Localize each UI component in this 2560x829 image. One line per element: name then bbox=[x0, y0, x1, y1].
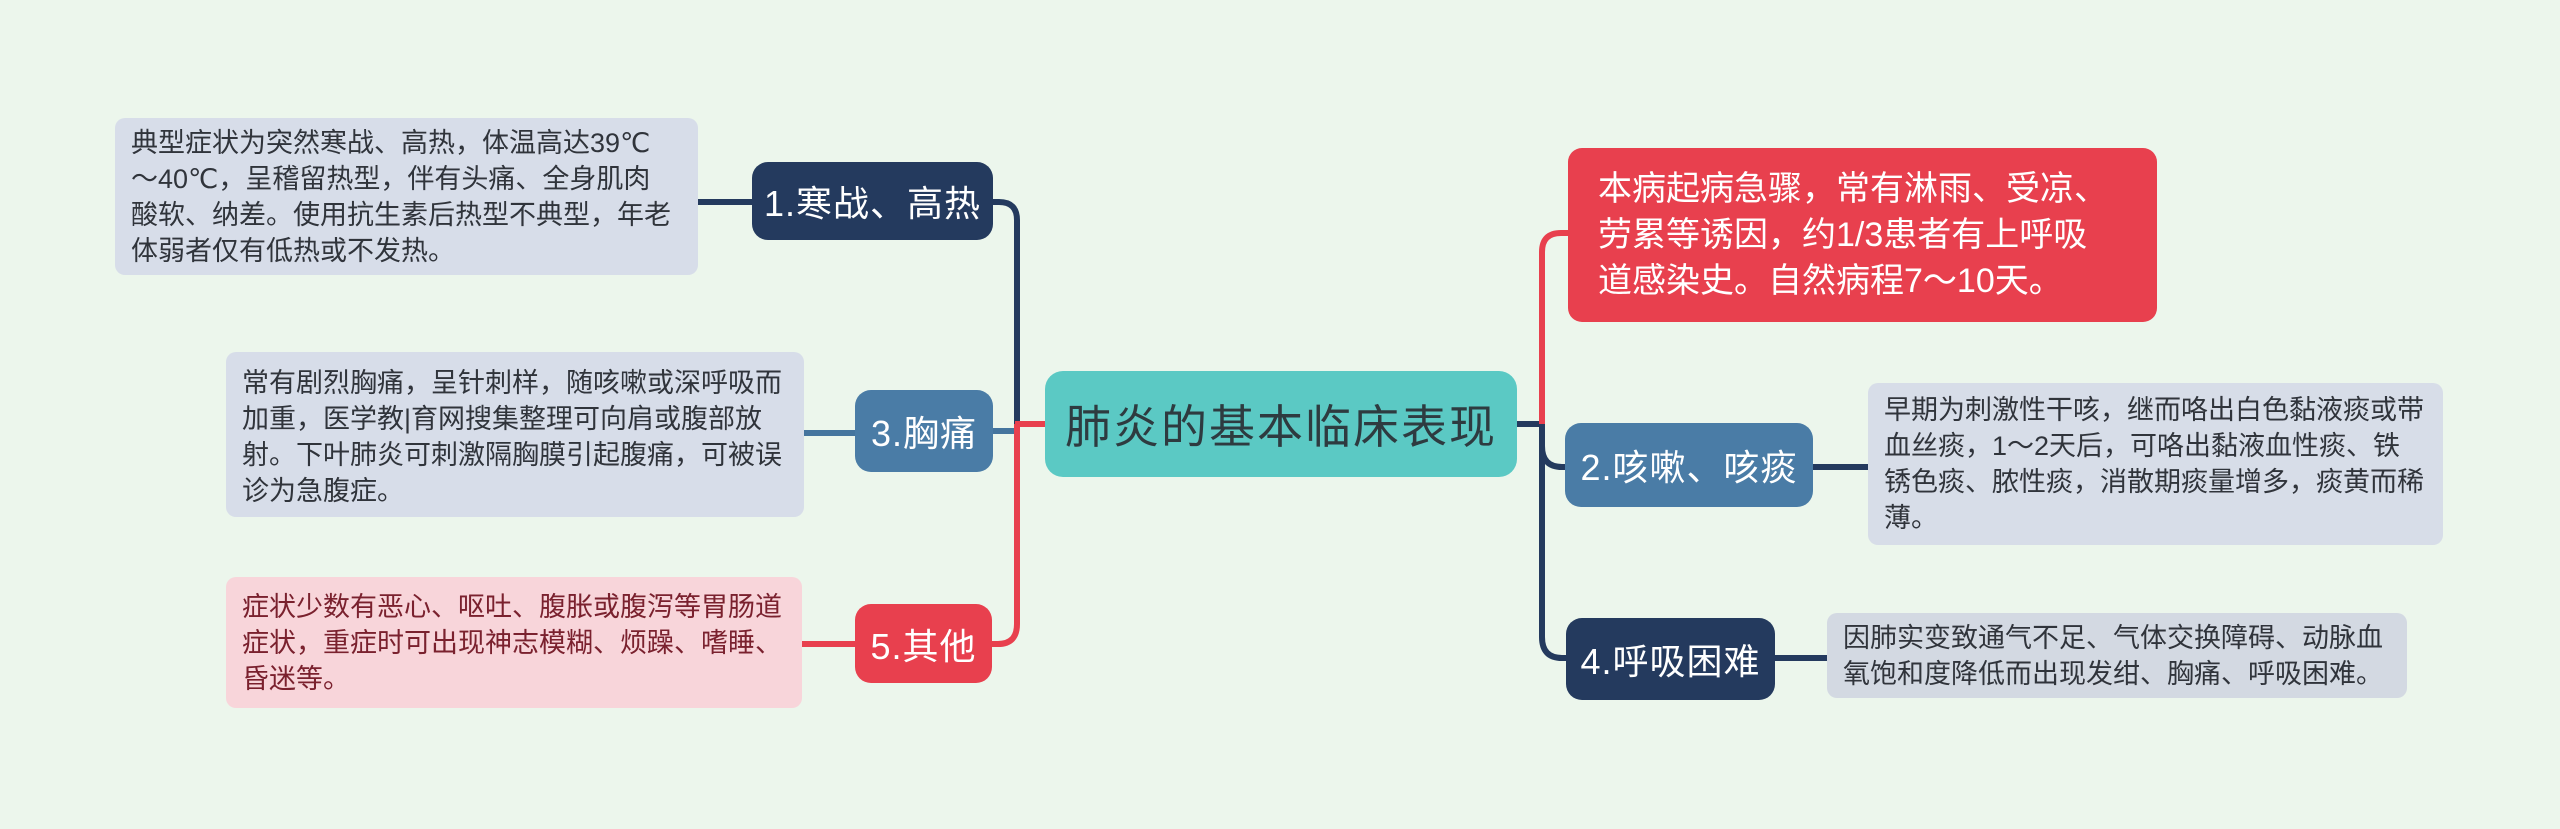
detail-box-cough-sputum[interactable]: 早期为刺激性干咳，继而咯出白色黏液痰或带 血丝痰，1～2天后，可咯出黏液血性痰、… bbox=[1868, 383, 2443, 545]
connector-node1-trunk bbox=[993, 199, 1020, 424]
branch-node-chills-fever[interactable]: 1.寒战、高热 bbox=[752, 162, 993, 240]
connector-trunk-node5 bbox=[992, 424, 1020, 647]
intro-note-box[interactable]: 本病起病急骤，常有淋雨、受凉、 劳累等诱因，约1/3患者有上呼吸 道感染史。自然… bbox=[1568, 148, 2157, 322]
detail-box-other-symptoms[interactable]: 症状少数有恶心、呕吐、腹胀或腹泻等胃肠道 症状，重症时可出现神志模糊、烦躁、嗜睡… bbox=[226, 577, 802, 708]
branch-node-cough-sputum[interactable]: 2.咳嗽、咳痰 bbox=[1565, 423, 1813, 507]
detail-box-chills-fever[interactable]: 典型症状为突然寒战、高热，体温高达39℃ ～40℃，呈稽留热型，伴有头痛、全身肌… bbox=[115, 118, 698, 275]
branch-node-dyspnea[interactable]: 4.呼吸困难 bbox=[1566, 618, 1775, 700]
connector-trunk-intro-note bbox=[1539, 230, 1568, 424]
branch-node-chest-pain[interactable]: 3.胸痛 bbox=[855, 390, 993, 472]
connector-trunk-node2 bbox=[1539, 424, 1566, 470]
detail-box-dyspnea[interactable]: 因肺实变致通气不足、气体交换障碍、动脉血 氧饱和度降低而出现发绀、胸痛、呼吸困难… bbox=[1827, 613, 2407, 698]
branch-node-other[interactable]: 5.其他 bbox=[855, 604, 992, 683]
connector-trunk-node4 bbox=[1539, 424, 1567, 661]
central-topic-node[interactable]: 肺炎的基本临床表现 bbox=[1045, 371, 1517, 477]
detail-box-chest-pain[interactable]: 常有剧烈胸痛，呈针刺样，随咳嗽或深呼吸而 加重，医学教|育网搜集整理可向肩或腹部… bbox=[226, 352, 804, 517]
